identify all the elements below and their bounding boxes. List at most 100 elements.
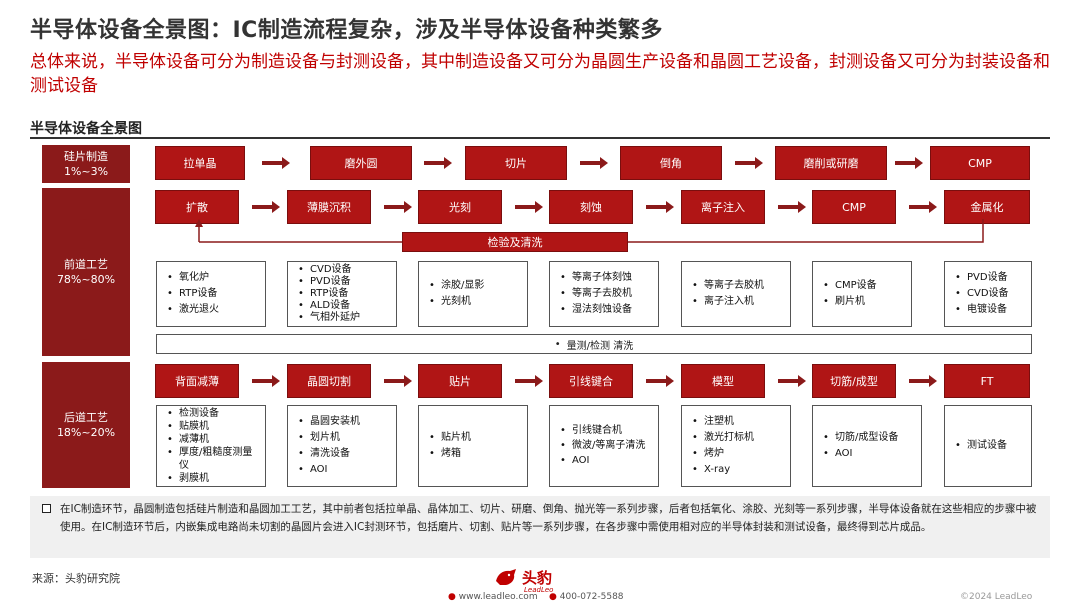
equipment-item: X-ray bbox=[692, 462, 786, 478]
equipment-item: 切筋/成型设备 bbox=[823, 430, 917, 446]
step-box: 模型 bbox=[681, 364, 765, 398]
equipment-item: CMP设备 bbox=[823, 278, 907, 294]
step-box: 贴片 bbox=[418, 364, 502, 398]
equipment-item: AOI bbox=[298, 462, 392, 478]
page-title: 半导体设备全景图：IC制造流程复杂，涉及半导体设备种类繁多 bbox=[30, 18, 663, 43]
bullet-icon: • bbox=[554, 338, 561, 350]
page-subtitle: 总体来说，半导体设备可分为制造设备与封测设备，其中制造设备又可分为晶圆生产设备和… bbox=[30, 52, 1050, 96]
arrow-right-icon bbox=[735, 157, 763, 169]
equipment-item: 引线键合机 bbox=[560, 423, 654, 439]
equipment-item: 电镀设备 bbox=[955, 302, 1027, 318]
equipment-item: AOI bbox=[823, 446, 917, 462]
equipment-item: 剥膜机 bbox=[167, 472, 261, 485]
equipment-item: 涂胶/显影 bbox=[429, 278, 523, 294]
step-box: CMP bbox=[812, 190, 896, 224]
arrow-right-icon bbox=[515, 375, 543, 387]
step-box: CMP bbox=[930, 146, 1030, 180]
section-title: 半导体设备全景图 bbox=[30, 121, 142, 137]
step-box: 引线键合 bbox=[549, 364, 633, 398]
equipment-item: 激光退火 bbox=[167, 302, 261, 318]
leopard-logo-icon bbox=[496, 569, 516, 585]
globe-icon: ● bbox=[448, 592, 456, 602]
arrow-right-icon bbox=[646, 375, 674, 387]
step-box: 金属化 bbox=[944, 190, 1030, 224]
equipment-item: 贴膜机 bbox=[167, 420, 261, 433]
equipment-item: 离子注入机 bbox=[692, 294, 786, 310]
stage-share: 1%~3% bbox=[63, 165, 109, 178]
equipment-list: 晶圆安装机 划片机 清洗设备 AOI bbox=[287, 405, 397, 487]
equipment-list: 引线键合机 微波/等离子清洗 AOI bbox=[549, 405, 659, 487]
stage-name: 后道工艺 bbox=[64, 411, 108, 424]
step-box: FT bbox=[944, 364, 1030, 398]
arrow-right-icon bbox=[580, 157, 608, 169]
checkbox-square-icon bbox=[42, 504, 51, 513]
equipment-item: 等离子去胶机 bbox=[692, 278, 786, 294]
step-box: 磨外圆 bbox=[310, 146, 412, 180]
equipment-list: 涂胶/显影 光刻机 bbox=[418, 261, 528, 327]
stage-share: 78%~80% bbox=[56, 273, 116, 286]
step-box: 晶圆切割 bbox=[287, 364, 371, 398]
explanatory-note: 在IC制造环节，晶圆制造包括硅片制造和晶圆加工工艺，其中前者包括拉单晶、晶体加工… bbox=[30, 496, 1050, 558]
arrow-right-icon bbox=[262, 157, 290, 169]
inspection-cleaning-label: 检验及清洗 bbox=[402, 232, 628, 252]
equipment-list: 等离子体刻蚀 等离子去胶机 湿法刻蚀设备 bbox=[549, 261, 659, 327]
equipment-item: PVD设备 bbox=[955, 270, 1027, 286]
arrow-right-icon bbox=[909, 201, 937, 213]
equipment-list: CMP设备 刷片机 bbox=[812, 261, 912, 327]
arrow-right-icon bbox=[515, 201, 543, 213]
equipment-item: 烤炉 bbox=[692, 446, 786, 462]
equipment-item: 湿法刻蚀设备 bbox=[560, 302, 654, 318]
equipment-item: 氧化炉 bbox=[167, 270, 261, 286]
equipment-item: 激光打标机 bbox=[692, 430, 786, 446]
phone-number: 400-072-5588 bbox=[559, 592, 624, 602]
arrow-right-icon bbox=[384, 201, 412, 213]
arrow-right-icon bbox=[424, 157, 452, 169]
step-box: 薄膜沉积 bbox=[287, 190, 371, 224]
step-box: 背面减薄 bbox=[155, 364, 239, 398]
equipment-item: 厚度/粗糙度测量仪 bbox=[167, 446, 261, 472]
equipment-item: AOI bbox=[560, 453, 654, 469]
equipment-item: RTP设备 bbox=[298, 288, 392, 300]
equipment-item: ALD设备 bbox=[298, 300, 392, 312]
arrow-right-icon bbox=[252, 201, 280, 213]
equipment-list: CVD设备 PVD设备 RTP设备 ALD设备 气相外延炉 bbox=[287, 261, 397, 327]
equipment-item: 检测设备 bbox=[167, 407, 261, 420]
phone-icon: ● bbox=[549, 592, 557, 602]
stage-wafer-manufacturing: 硅片制造 1%~3% bbox=[42, 145, 130, 183]
section-divider bbox=[30, 137, 1050, 139]
equipment-list: 切筋/成型设备 AOI bbox=[812, 405, 922, 487]
equipment-list: 贴片机 烤箱 bbox=[418, 405, 528, 487]
step-box: 离子注入 bbox=[681, 190, 765, 224]
step-box: 光刻 bbox=[418, 190, 502, 224]
equipment-list: 等离子去胶机 离子注入机 bbox=[681, 261, 791, 327]
equipment-item: 划片机 bbox=[298, 430, 392, 446]
step-box: 磨削或研磨 bbox=[775, 146, 887, 180]
equipment-item: 光刻机 bbox=[429, 294, 523, 310]
note-text: 在IC制造环节，晶圆制造包括硅片制造和晶圆加工工艺，其中前者包括拉单晶、晶体加工… bbox=[60, 503, 1037, 533]
equipment-list: 注塑机 激光打标机 烤炉 X-ray bbox=[681, 405, 791, 487]
metrology-cleaning-label: 量测/检测 清洗 bbox=[566, 340, 634, 352]
stage-share: 18%~20% bbox=[56, 426, 116, 439]
equipment-list: PVD设备 CVD设备 电镀设备 bbox=[944, 261, 1032, 327]
brand-logo: 头豹 bbox=[494, 566, 552, 588]
website-link[interactable]: www.leadleo.com bbox=[458, 592, 538, 602]
step-box: 倒角 bbox=[620, 146, 722, 180]
equipment-item: RTP设备 bbox=[167, 286, 261, 302]
stage-front-end: 前道工艺 78%~80% bbox=[42, 188, 130, 356]
step-box: 刻蚀 bbox=[549, 190, 633, 224]
equipment-item: 气相外延炉 bbox=[298, 312, 392, 324]
equipment-list: 检测设备 贴膜机 减薄机 厚度/粗糙度测量仪 剥膜机 bbox=[156, 405, 266, 487]
equipment-item: CVD设备 bbox=[955, 286, 1027, 302]
equipment-list: 氧化炉 RTP设备 激光退火 bbox=[156, 261, 266, 327]
equipment-item: 微波/等离子清洗 bbox=[560, 439, 654, 453]
equipment-item: 等离子体刻蚀 bbox=[560, 270, 654, 286]
arrow-right-icon bbox=[895, 157, 923, 169]
equipment-item: 贴片机 bbox=[429, 430, 523, 446]
equipment-item: CVD设备 bbox=[298, 264, 392, 276]
equipment-item: 清洗设备 bbox=[298, 446, 392, 462]
equipment-item: 烤箱 bbox=[429, 446, 523, 462]
step-box: 切片 bbox=[465, 146, 567, 180]
step-box: 拉单晶 bbox=[155, 146, 245, 180]
stage-back-end: 后道工艺 18%~20% bbox=[42, 362, 130, 488]
equipment-item: 减薄机 bbox=[167, 433, 261, 446]
